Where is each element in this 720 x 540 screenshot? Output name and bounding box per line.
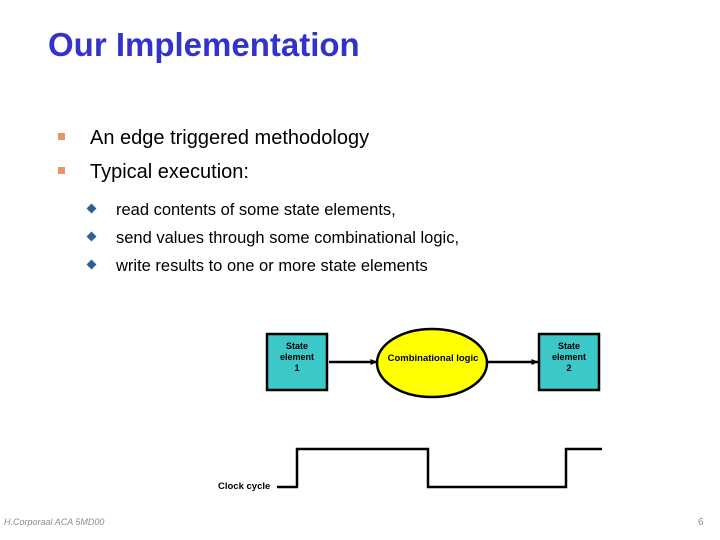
state-element-1-label: State element 1 xyxy=(267,341,327,374)
state-element-2-line1: State xyxy=(557,341,580,351)
bullet-list-level1: An edge triggered methodology Typical ex… xyxy=(58,124,618,192)
state-element-2-line3: 2 xyxy=(566,363,572,373)
state-element-1-box xyxy=(265,332,329,392)
diamond-bullet-icon xyxy=(86,203,116,214)
square-bullet-icon xyxy=(58,133,90,140)
list-item: send values through some combinational l… xyxy=(86,226,648,251)
state-element-1-line3: 1 xyxy=(294,363,300,373)
state-element-2-label: State element 2 xyxy=(539,341,599,374)
square-bullet-icon xyxy=(58,167,90,174)
clock-cycle-label: Clock cycle xyxy=(218,481,271,492)
state-element-2-box xyxy=(537,332,601,392)
combinational-logic-label: Combinational logic xyxy=(387,353,479,364)
diamond-bullet-icon xyxy=(86,259,116,270)
list-item-label: Typical execution: xyxy=(90,161,249,183)
clock-waveform xyxy=(295,447,602,489)
list-item: Typical execution: xyxy=(58,158,618,186)
state-element-1-line1: State xyxy=(285,341,308,351)
bullet-list-level2: read contents of some state elements, se… xyxy=(86,198,648,282)
list-item: An edge triggered methodology xyxy=(58,124,618,152)
list-item: write results to one or more state eleme… xyxy=(86,254,648,279)
footer-author: H.Corporaal ACA 5MD00 xyxy=(4,517,105,527)
state-element-1-line2: element xyxy=(279,352,314,362)
list-item: read contents of some state elements, xyxy=(86,198,648,223)
list-item-label: send values through some combinational l… xyxy=(116,229,460,247)
diamond-bullet-icon xyxy=(86,231,116,242)
page-number: 6 xyxy=(698,517,704,528)
page-title: Our Implementation xyxy=(48,26,360,63)
state-element-2-line2: element xyxy=(551,352,586,362)
list-item-label: read contents of some state elements, xyxy=(116,201,396,219)
combinational-logic-ellipse xyxy=(375,327,489,399)
list-item-label: write results to one or more state eleme… xyxy=(116,257,428,275)
list-item-label: An edge triggered methodology xyxy=(90,127,370,149)
